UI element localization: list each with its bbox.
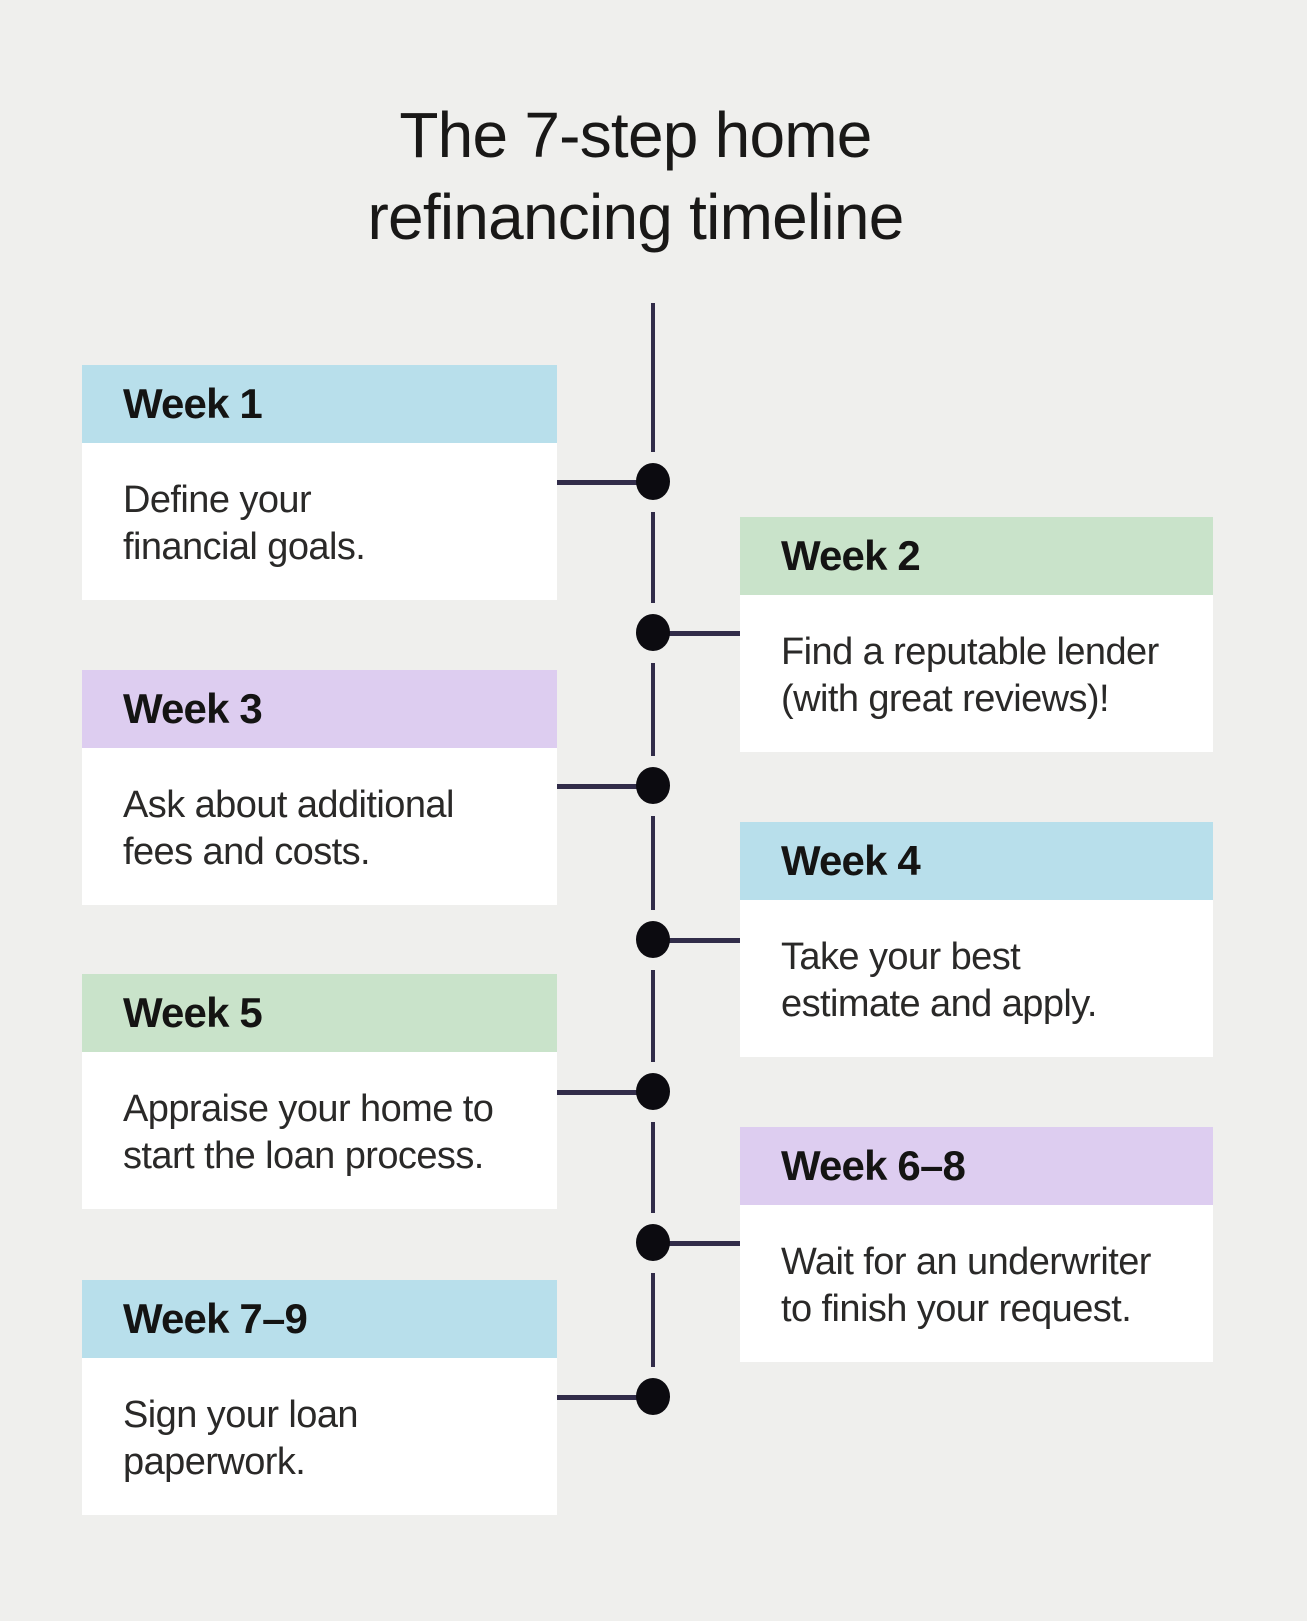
card-body: Take your best estimate and apply. — [740, 900, 1213, 1028]
step-description-line: Wait for an underwriter — [781, 1241, 1151, 1283]
timeline-segment — [651, 303, 655, 452]
card-body: Find a reputable lender (with great revi… — [740, 595, 1213, 723]
connector-line — [653, 1241, 740, 1246]
page-title: The 7-step home refinancing timeline — [0, 94, 1271, 258]
week-label: Week 4 — [781, 837, 921, 884]
timeline-segment — [651, 512, 655, 603]
week-label: Week 7–9 — [123, 1295, 308, 1342]
card-header: Week 2 — [740, 517, 1213, 595]
timeline-dot — [636, 463, 670, 500]
page-title-line-2: refinancing timeline — [367, 181, 904, 253]
step-description-line: estimate and apply. — [781, 983, 1097, 1025]
card-body: Sign your loan paperwork. — [82, 1358, 557, 1486]
week-label: Week 5 — [123, 989, 263, 1036]
connector-line — [653, 938, 740, 943]
timeline-dot — [636, 1378, 670, 1415]
card-body: Appraise your home to start the loan pro… — [82, 1052, 557, 1180]
card-header: Week 7–9 — [82, 1280, 557, 1358]
timeline-segment — [651, 970, 655, 1062]
timeline-segment — [651, 663, 655, 756]
connector-line — [653, 631, 740, 636]
connector-line — [557, 1395, 653, 1400]
timeline-card-week-1: Week 1 Define your financial goals. — [82, 365, 557, 600]
step-description-line: Define your — [123, 479, 312, 521]
timeline-card-week-6-8: Week 6–8 Wait for an underwriter to fini… — [740, 1127, 1213, 1362]
week-label: Week 3 — [123, 685, 263, 732]
card-body: Ask about additional fees and costs. — [82, 748, 557, 876]
timeline-dot — [636, 921, 670, 958]
week-label: Week 1 — [123, 380, 263, 427]
step-description-line: (with great reviews)! — [781, 678, 1110, 720]
timeline-dot — [636, 1224, 670, 1261]
card-body: Wait for an underwriter to finish your r… — [740, 1205, 1213, 1333]
connector-line — [557, 784, 653, 789]
page-title-line-1: The 7-step home — [399, 99, 872, 171]
timeline-dot — [636, 614, 670, 651]
step-description-line: paperwork. — [123, 1441, 306, 1483]
step-description-line: start the loan process. — [123, 1135, 484, 1177]
card-header: Week 6–8 — [740, 1127, 1213, 1205]
step-description-line: Find a reputable lender — [781, 631, 1159, 673]
connector-line — [557, 1090, 653, 1095]
timeline-segment — [651, 1273, 655, 1367]
timeline-card-week-5: Week 5 Appraise your home to start the l… — [82, 974, 557, 1209]
step-description-line: Appraise your home to — [123, 1088, 494, 1130]
step-description-line: Sign your loan — [123, 1394, 359, 1436]
timeline-segment — [651, 816, 655, 910]
card-header: Week 5 — [82, 974, 557, 1052]
timeline-card-week-7-9: Week 7–9 Sign your loan paperwork. — [82, 1280, 557, 1515]
timeline-segment — [651, 1122, 655, 1213]
step-description-line: Take your best — [781, 936, 1021, 978]
card-header: Week 1 — [82, 365, 557, 443]
connector-line — [557, 480, 653, 485]
week-label: Week 6–8 — [781, 1142, 966, 1189]
timeline-card-week-4: Week 4 Take your best estimate and apply… — [740, 822, 1213, 1057]
timeline-dot — [636, 767, 670, 804]
timeline-card-week-3: Week 3 Ask about additional fees and cos… — [82, 670, 557, 905]
week-label: Week 2 — [781, 532, 921, 579]
card-header: Week 3 — [82, 670, 557, 748]
timeline-dot — [636, 1073, 670, 1110]
card-body: Define your financial goals. — [82, 443, 557, 571]
step-description-line: financial goals. — [123, 526, 366, 568]
timeline-card-week-2: Week 2 Find a reputable lender (with gre… — [740, 517, 1213, 752]
card-header: Week 4 — [740, 822, 1213, 900]
step-description-line: to finish your request. — [781, 1288, 1132, 1330]
step-description-line: fees and costs. — [123, 831, 371, 873]
step-description-line: Ask about additional — [123, 784, 454, 826]
